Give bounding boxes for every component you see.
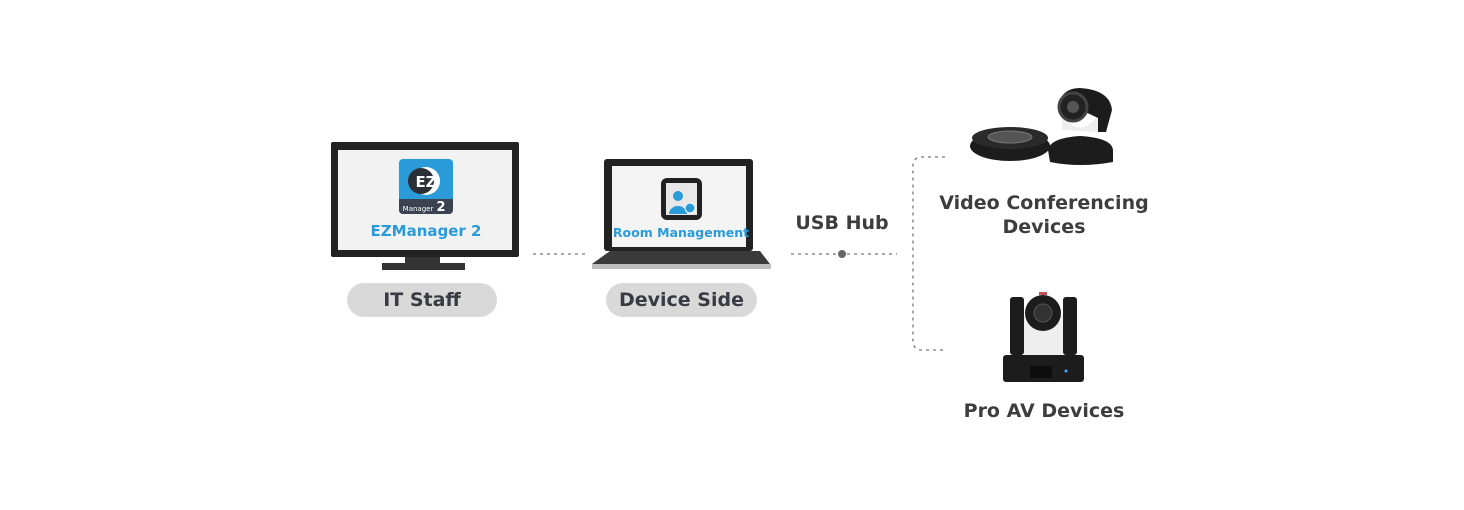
ezmanager-app-icon: EZ Manager 2 [399, 159, 453, 215]
usb-hub-label: USB Hub [795, 212, 889, 234]
branch-bracket [912, 156, 945, 351]
pro-av-camera-icon [1003, 292, 1084, 382]
speakerphone-icon [970, 127, 1050, 161]
hub-node [838, 250, 846, 258]
video-conferencing-label-line2: Devices [1002, 216, 1086, 238]
ezmanager-app-label: EZManager 2 [370, 222, 482, 240]
ptz-camera-icon [1048, 88, 1113, 165]
device-side-label: Device Side [606, 283, 757, 317]
room-management-app-label: Room Management [612, 225, 750, 240]
pro-av-devices-label: Pro AV Devices [963, 400, 1125, 422]
svg-text:2: 2 [436, 200, 445, 215]
room-management-app-icon [661, 178, 702, 220]
ez-letters: EZ [415, 173, 436, 191]
video-conferencing-label: Video Conferencing [939, 192, 1149, 214]
svg-text:Manager: Manager [403, 205, 434, 213]
it-staff-label: IT Staff [347, 283, 497, 317]
